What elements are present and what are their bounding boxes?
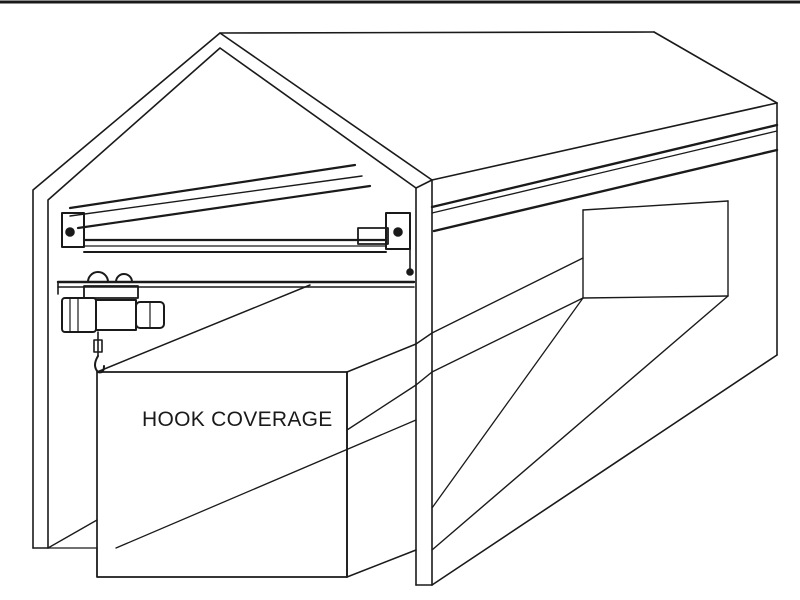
right-eave [431,102,778,181]
left-runway-mid [69,175,363,217]
hook-block [93,339,103,353]
left-runway-bottom [76,184,372,230]
wheel-right [393,227,403,237]
crane-runway-rails [68,123,779,233]
trolley-frame [83,285,139,299]
trolley-wheel-1 [87,271,109,283]
coverage-top-far-edge [431,257,584,334]
coverage-far-bottom [582,295,729,299]
hoist-motor [61,297,97,333]
roof-far-slope [653,31,778,104]
end-truck-right [385,212,411,250]
coverage-top-left-edge [96,284,311,373]
hoist-trolley [61,271,165,333]
hook-coverage-label: HOOK COVERAGE [142,408,333,431]
right-wall-base [431,354,778,586]
left-runway-top [68,163,357,210]
coverage-far-top [582,200,729,211]
right-runway-bottom [432,148,779,233]
front-wall-outer [32,32,433,586]
hoist-drum [95,299,137,331]
wheel-left [65,227,75,237]
coverage-top-right-edge [346,343,417,373]
right-runway-top [430,123,779,209]
coverage-floor-far-edge [431,295,729,551]
coverage-wall-join-top [415,332,433,345]
bracket-bolt [406,268,414,276]
coverage-mid-far-edge [431,297,584,373]
drive-unit [357,227,389,245]
right-runway-mid [431,130,778,214]
hook [93,331,105,374]
floor-left-diagonal [47,519,98,549]
end-truck-left [61,212,85,248]
coverage-wall-join-mid [415,371,433,386]
building-enclosure [32,32,778,586]
hook-coverage-envelope [47,200,729,578]
bridge-girder [56,212,416,295]
gable-roof [219,31,778,104]
coverage-side-mid-line [346,384,417,431]
coverage-bottom-right-edge [346,549,417,578]
floor-far-diagonal [431,297,584,509]
roof-ridge [219,31,655,34]
trolley-wheel-2 [115,273,133,283]
coverage-near-face [96,371,348,578]
front-wall-corner [415,179,433,189]
front-wall-inner [47,47,417,586]
floor-diagonal [115,419,417,549]
